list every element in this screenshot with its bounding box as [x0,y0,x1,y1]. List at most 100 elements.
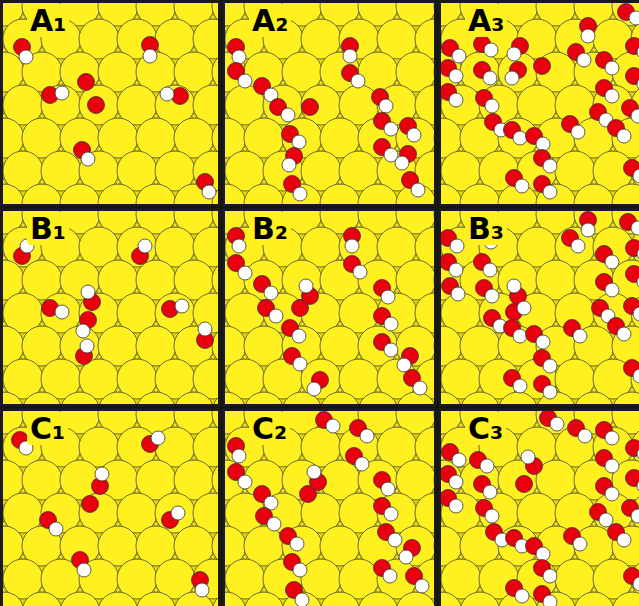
subsurface-atom [59,147,63,151]
subsurface-atom [262,48,266,52]
subsurface-atom [21,355,25,359]
hydrogen-atom [299,279,313,293]
hydrogen-atom [543,185,557,199]
subsurface-atom [173,81,177,85]
surface-atom [60,184,100,207]
surface-atom [60,592,100,606]
hydrogen-atom [571,125,585,139]
hydrogen-atom [449,263,463,277]
subsurface-atom [262,588,266,592]
subsurface-atom [357,147,361,151]
subsurface-atom [154,256,158,260]
surface-atom [358,592,398,606]
subsurface-atom [116,456,120,460]
water-molecule [562,116,586,140]
water-molecule [521,450,543,475]
surface-atom [0,184,24,207]
subsurface-atom [21,223,25,227]
hydrogen-atom [543,159,557,173]
subsurface-atom [319,147,323,151]
hydrogen-atom [282,158,296,172]
water-molecule [299,279,319,305]
subsurface-atom [535,223,539,227]
water-molecule [618,4,639,26]
subsurface-atom [173,489,177,493]
hydrogen-atom [384,122,398,136]
subsurface-atom [497,147,501,151]
subsurface-atom [262,114,266,118]
water-molecule [622,100,639,124]
water-molecule [14,39,34,65]
water-molecule [88,97,105,114]
panel-frame: B₃ [438,208,639,407]
water-molecule [307,465,327,491]
hydrogen-atom [484,43,498,57]
hydrogen-atom [195,583,209,597]
subsurface-atom [478,522,482,526]
subsurface-atom [459,555,463,559]
subsurface-atom [459,223,463,227]
water-molecule [440,490,464,514]
water-molecule [596,422,620,446]
subsurface-atom [192,522,196,526]
surface-panel-art [222,0,437,207]
subsurface-atom [338,322,342,326]
subsurface-atom [611,355,615,359]
water-molecule [374,472,396,497]
subsurface-atom [630,180,634,184]
subsurface-atom [573,289,577,293]
surface-panel-art [438,208,639,407]
hydrogen-atom [513,329,527,343]
water-molecule [40,512,64,537]
subsurface-atom [516,522,520,526]
subsurface-atom [573,489,577,493]
subsurface-atom [78,114,82,118]
surface-atom [574,592,614,606]
hydrogen-atom [536,547,550,561]
water-molecule [626,68,639,92]
subsurface-atom [192,48,196,52]
subsurface-atom [630,388,634,392]
water-molecule [506,301,532,321]
hydrogen-atom [399,550,413,564]
hydrogen-atom [388,533,402,547]
subsurface-atom [154,114,158,118]
subsurface-atom [78,48,82,52]
water-molecule [342,65,366,89]
water-molecule [395,146,417,171]
subsurface-atom [319,81,323,85]
subsurface-atom [338,180,342,184]
panel-frame: A₁ [0,0,221,207]
subsurface-atom [281,289,285,293]
hydrogen-atom [76,324,90,338]
surface-atom [396,592,436,606]
surface-atom [136,184,176,207]
water-molecule [374,498,399,522]
hydrogen-atom [637,45,639,59]
subsurface-atom [59,489,63,493]
water-molecule [228,39,247,65]
subsurface-atom [59,81,63,85]
hydrogen-atom [143,49,157,63]
water-molecule [440,466,464,490]
hydrogen-atom [483,263,497,277]
water-molecule [534,350,558,374]
subsurface-atom [573,15,577,19]
subsurface-atom [554,322,558,326]
hydrogen-atom [517,301,531,315]
hydrogen-atom [483,485,497,499]
subsurface-atom [414,522,418,526]
water-molecule [374,113,399,137]
hydrogen-atom [138,239,152,253]
subsurface-atom [395,289,399,293]
water-molecule [254,78,279,103]
subsurface-atom [40,388,44,392]
hydrogen-atom [507,47,521,61]
subsurface-atom [478,180,482,184]
hydrogen-atom [605,255,619,269]
water-molecule [344,256,368,280]
surface-atom [222,184,246,207]
water-molecule [270,99,296,123]
oxygen-atom [534,58,551,75]
subsurface-atom [630,588,634,592]
